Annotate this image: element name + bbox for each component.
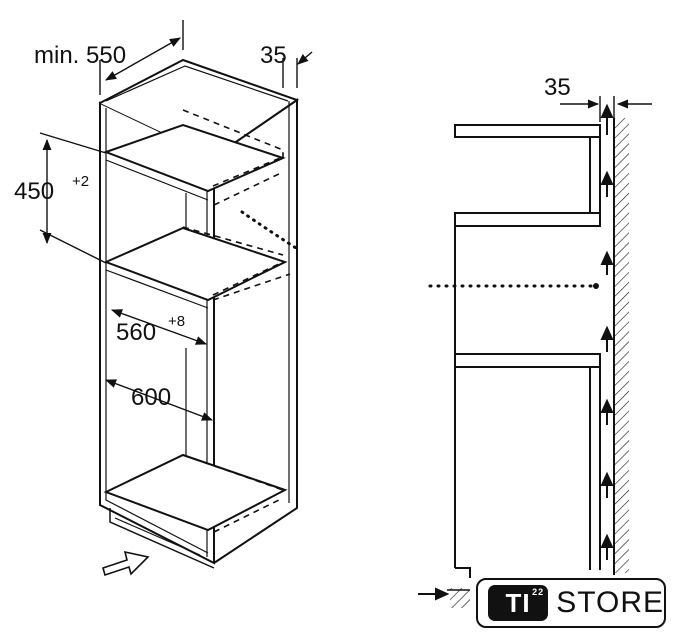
label-depth: min. 550 [34,42,126,69]
label-gap-left: 35 [260,42,287,69]
plinth [109,508,215,569]
up-arrow [600,533,614,560]
connector-dot [593,283,599,289]
up-arrow [600,103,614,135]
logo-store-text: STORE [556,586,664,619]
logo-badge: TI 22 [488,585,549,621]
cabinet-isometric [99,58,300,569]
middle-shelf [103,226,288,302]
dimension-lines-left [39,20,313,421]
label-inner-width: 560 [116,319,156,346]
bottom-shelf [103,453,288,532]
up-arrow [600,325,614,352]
label-niche-height-tol: +2 [72,173,89,190]
up-arrow [600,471,614,498]
section-view [454,124,601,578]
label-inner-width-tol: +8 [168,313,185,330]
label-gap-right: 35 [544,74,571,101]
store-logo: TI 22 STORE [476,578,666,628]
airflow-inlet-arrow [102,550,150,577]
inlet-arrow-right [418,587,450,601]
connector-dotted [240,210,298,250]
wall-hatching [615,118,629,573]
dimension-lines-right [560,96,652,122]
airflow-arrows [600,103,614,560]
label-outer-width: 600 [131,384,171,411]
logo-badge-text: TI [505,587,531,618]
up-arrow [600,170,614,197]
up-arrow [600,250,614,275]
label-niche-height: 450 [14,178,54,205]
logo-badge-sup: 22 [532,587,545,597]
floor-hatching [450,588,470,608]
hidden-edges [182,109,291,533]
cabinet-top [99,58,300,158]
up-arrow [600,398,614,425]
